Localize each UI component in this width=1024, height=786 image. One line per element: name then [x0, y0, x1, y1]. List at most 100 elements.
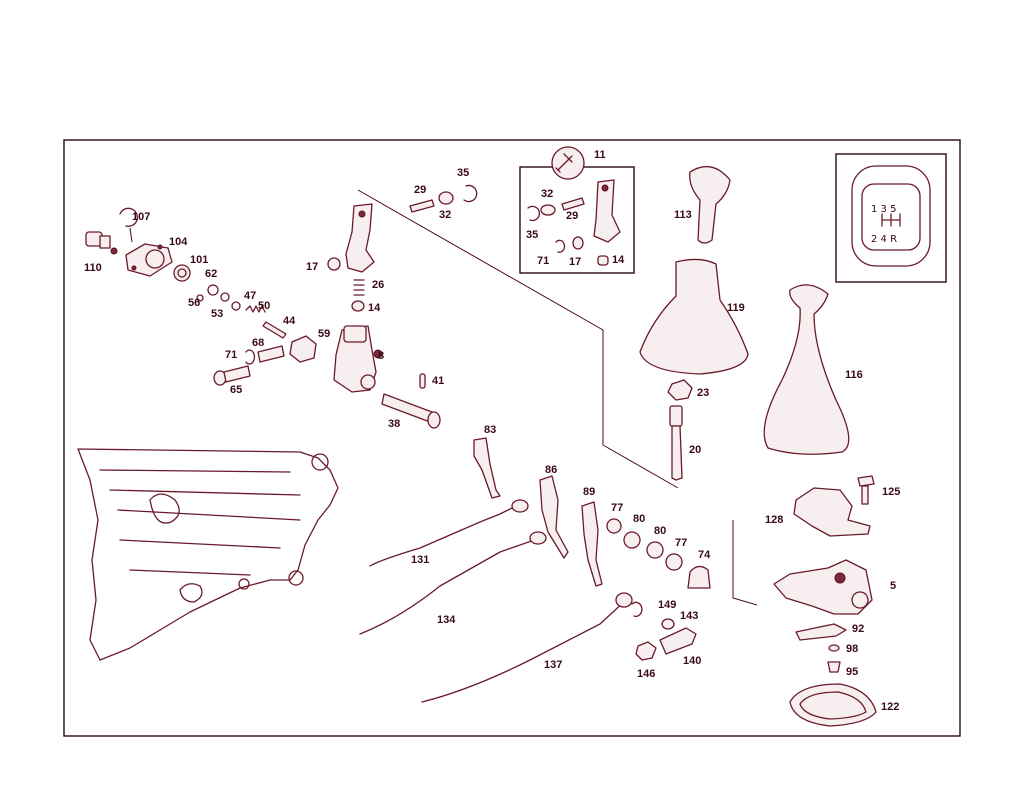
- lever-17a: [327, 203, 375, 273]
- lever-140: [659, 627, 697, 655]
- part-label: 29: [566, 210, 578, 222]
- shift-knob-113: [689, 165, 731, 244]
- shifter-base-5: [773, 559, 873, 615]
- part-label: 128: [765, 514, 783, 526]
- shift-lever-20: [669, 405, 683, 481]
- shaft-38: [381, 393, 441, 429]
- part-label: 44: [283, 315, 296, 327]
- sensor-part: [85, 231, 118, 255]
- washer-80b: [646, 541, 664, 559]
- circlip-part: [119, 207, 138, 227]
- part-label: 140: [683, 655, 701, 667]
- washer-77a: [606, 518, 622, 534]
- rod-end-134: [529, 531, 547, 545]
- part-label: 74: [698, 549, 711, 561]
- part-label: 119: [727, 302, 745, 314]
- part-label: 59: [318, 328, 330, 340]
- part-label: 32: [541, 188, 553, 200]
- rod-end-131: [511, 499, 529, 513]
- pin-44: [262, 321, 287, 339]
- part-label: 8: [378, 350, 384, 362]
- shift-pattern-box: 1 3 5 2 4 R: [835, 153, 947, 283]
- block-59: [289, 335, 317, 363]
- part-label: 104: [169, 236, 188, 248]
- screw-95: [827, 661, 841, 673]
- shift-knob-116: [763, 284, 850, 455]
- part-label: 35: [526, 229, 538, 241]
- clip-149: [631, 601, 643, 617]
- part-label: 146: [637, 668, 655, 680]
- part-label: 56: [188, 297, 200, 309]
- part-label: 122: [881, 701, 899, 713]
- part-label: 68: [252, 337, 264, 349]
- part-label: 20: [689, 444, 701, 456]
- clip-35a: [463, 184, 478, 203]
- seal-ring-part: [173, 264, 191, 282]
- part-label: 149: [658, 599, 676, 611]
- kit-box-11: [519, 146, 635, 274]
- part-label: 143: [680, 610, 698, 622]
- part-label: 101: [190, 254, 208, 266]
- part-label: 92: [852, 623, 864, 635]
- part-label: 17: [569, 256, 581, 268]
- part-label: 53: [211, 308, 223, 320]
- rod-134: [359, 537, 541, 635]
- cover-ring-inner: [799, 691, 867, 720]
- bolt-125: [857, 475, 875, 505]
- part-label: 23: [697, 387, 709, 399]
- part-label: 50: [258, 300, 270, 312]
- washer-56: [196, 294, 204, 302]
- part-label: 107: [132, 211, 150, 223]
- part-label: 86: [545, 464, 557, 476]
- assembly-leader-lines: [129, 189, 758, 606]
- part-label: 14: [368, 302, 381, 314]
- nut-23: [667, 379, 693, 401]
- bushing-74: [687, 565, 711, 589]
- part-label: 131: [411, 554, 429, 566]
- nut-146: [635, 641, 657, 661]
- washer-80a: [623, 531, 641, 549]
- shift-boot-119: [639, 258, 749, 375]
- rod-end-137: [615, 592, 633, 608]
- part-label: 47: [244, 290, 256, 302]
- part-label: 77: [675, 537, 687, 549]
- part-label: 38: [388, 418, 400, 430]
- part-label: 62: [205, 268, 217, 280]
- washer-98: [828, 644, 840, 652]
- part-label: 80: [654, 525, 666, 537]
- part-label: 95: [846, 666, 858, 678]
- bracket-128: [793, 487, 871, 537]
- lever-86: [539, 475, 569, 559]
- part-labels: 107 104 110 101 62 56 53 47 50 44 59 68 …: [84, 149, 900, 713]
- part-label: 5: [890, 580, 896, 592]
- washer-62: [207, 284, 219, 296]
- part-label: 29: [414, 184, 426, 196]
- plate-92: [795, 623, 847, 641]
- part-label: 14: [612, 254, 625, 266]
- diagram-frame: [63, 139, 961, 737]
- bolt-68: [257, 345, 285, 363]
- rod-137: [421, 599, 627, 703]
- seal-ring-inner: [177, 268, 187, 278]
- part-label: 17: [306, 261, 318, 273]
- part-label: 11: [594, 149, 606, 161]
- rod-131: [369, 505, 517, 567]
- part-label: 80: [633, 513, 645, 525]
- part-label: 26: [372, 279, 384, 291]
- part-label: 110: [84, 262, 102, 274]
- transmission-housing: [77, 448, 339, 661]
- part-label: 98: [846, 643, 858, 655]
- spring-50: [245, 305, 266, 313]
- part-label: 116: [845, 369, 863, 381]
- part-label: 125: [882, 486, 900, 498]
- roller-32a: [438, 191, 454, 205]
- bushing-14a: [351, 300, 365, 312]
- part-label: 32: [439, 209, 451, 221]
- pin-41: [419, 373, 426, 389]
- part-label: 41: [432, 375, 444, 387]
- selector-housing-8: [333, 325, 383, 393]
- part-label: 35: [457, 167, 469, 179]
- washer-143: [661, 618, 675, 630]
- washer-71a: [245, 349, 256, 365]
